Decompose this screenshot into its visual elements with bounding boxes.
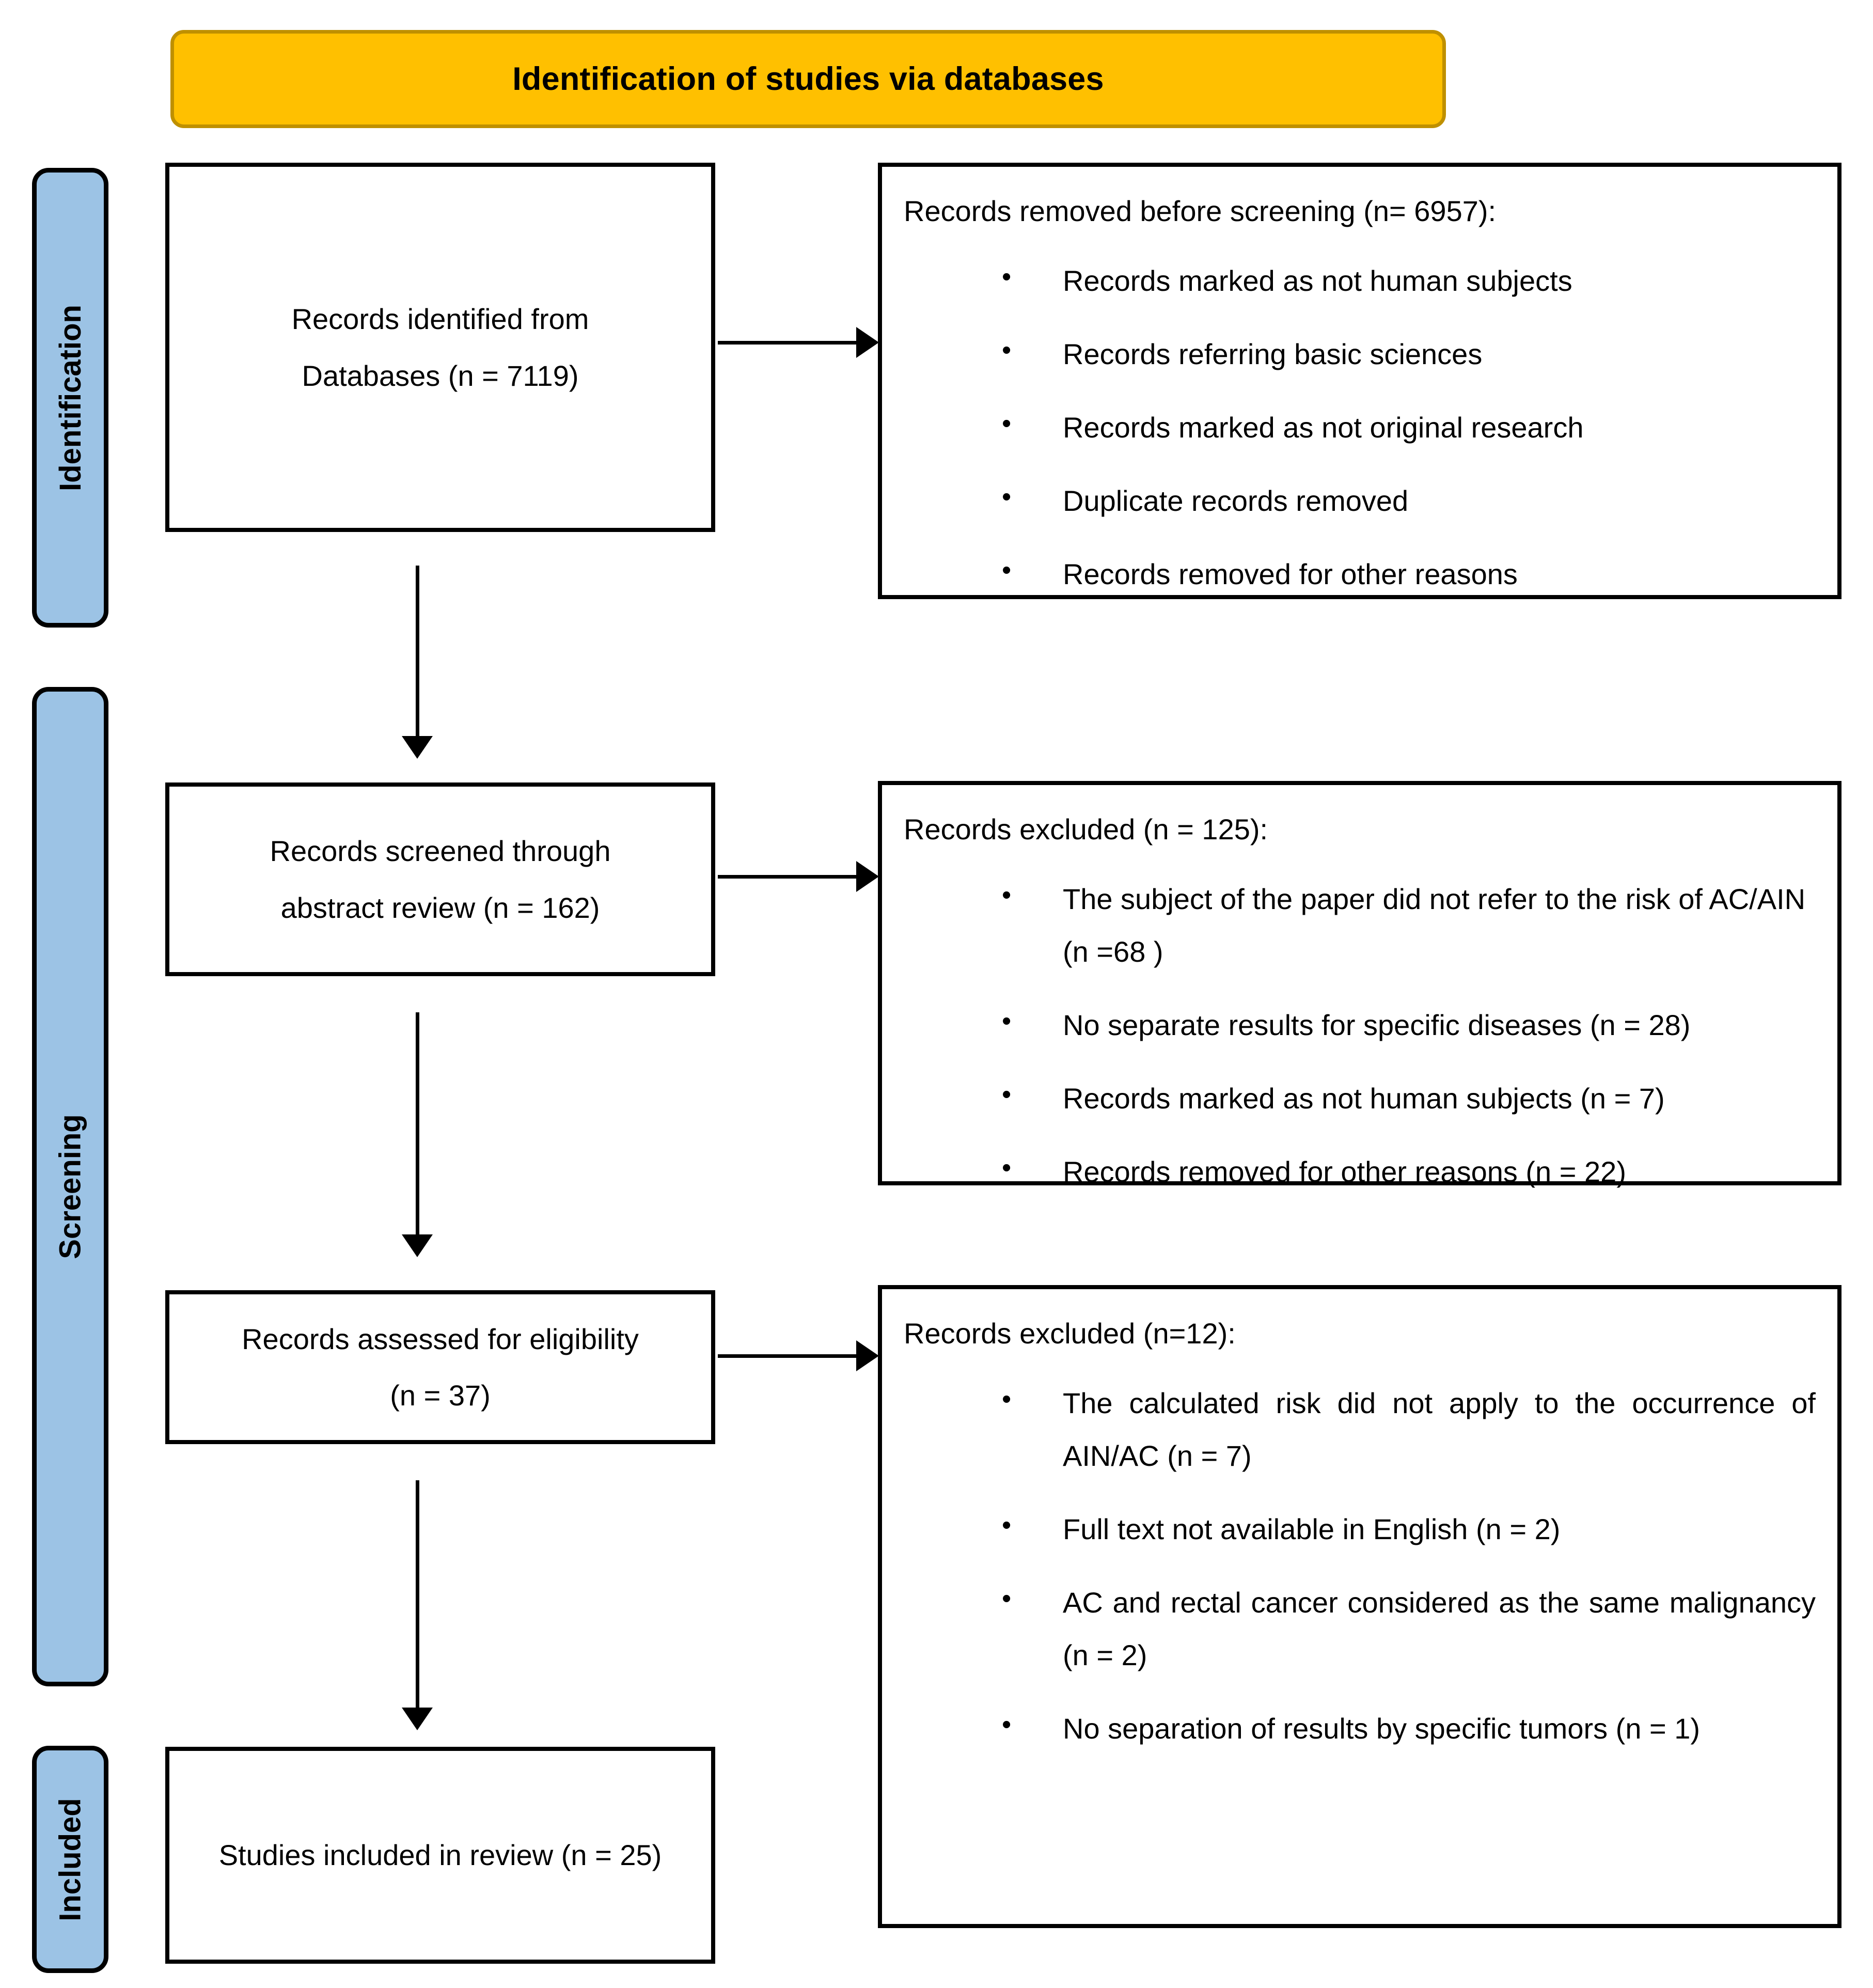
- records-excluded-125-list: The subject of the paper did not refer t…: [904, 871, 1816, 1198]
- list-item: The subject of the paper did not refer t…: [1002, 871, 1816, 978]
- arrow-shaft: [416, 566, 419, 736]
- arrow-shaft: [718, 875, 856, 879]
- list-item: Duplicate records removed: [1002, 473, 1816, 527]
- list-item: Records removed for other reasons: [1002, 546, 1816, 601]
- arrow-head-icon: [402, 736, 433, 759]
- list-item: AC and rectal cancer considered as the s…: [1002, 1574, 1816, 1682]
- list-item: Records marked as not human subjects (n …: [1002, 1070, 1816, 1125]
- arrow-shaft: [718, 1354, 856, 1358]
- list-item: No separation of results by specific tum…: [1002, 1700, 1816, 1755]
- box-records-excluded-12: Records excluded (n=12): The calculated …: [878, 1285, 1841, 1928]
- box-records-screened: Records screened through abstract review…: [165, 782, 715, 976]
- arrow-shaft: [416, 1480, 419, 1708]
- records-removed-list: Records marked as not human subjects Rec…: [904, 253, 1816, 601]
- box-records-identified: Records identified from Databases (n = 7…: [165, 163, 715, 532]
- arrow-head-icon: [856, 861, 879, 892]
- records-screened-line2: abstract review (n = 162): [280, 891, 600, 924]
- records-identified-line2: Databases (n = 7119): [302, 359, 579, 392]
- arrow-head-icon: [402, 1234, 433, 1257]
- list-item: Records marked as not original research: [1002, 399, 1816, 454]
- records-excluded-125-heading: Records excluded (n = 125):: [904, 813, 1268, 846]
- stage-label-identification: Identification: [32, 168, 108, 628]
- arrow-shaft: [718, 341, 856, 345]
- list-item: No separate results for specific disease…: [1002, 997, 1816, 1052]
- arrow-head-icon: [856, 327, 879, 358]
- list-item: Records removed for other reasons (n = 2…: [1002, 1144, 1816, 1198]
- list-item: The calculated risk did not apply to the…: [1002, 1375, 1816, 1482]
- arrow-head-icon: [402, 1708, 433, 1730]
- list-item: Records marked as not human subjects: [1002, 253, 1816, 307]
- records-assessed-line2: (n = 37): [390, 1379, 491, 1412]
- records-identified-line1: Records identified from: [291, 303, 589, 336]
- stage-label-included-text: Included: [53, 1797, 87, 1921]
- arrow-shaft: [416, 1012, 419, 1234]
- records-excluded-12-heading: Records excluded (n=12):: [904, 1317, 1236, 1350]
- box-records-excluded-125: Records excluded (n = 125): The subject …: [878, 781, 1841, 1192]
- box-records-assessed-eligibility: Records assessed for eligibility (n = 37…: [165, 1290, 715, 1444]
- banner-title: Identification of studies via databases: [512, 61, 1104, 97]
- arrow-head-icon: [856, 1340, 879, 1371]
- records-assessed-line1: Records assessed for eligibility: [242, 1322, 639, 1355]
- box-records-removed: Records removed before screening (n= 695…: [878, 163, 1841, 599]
- records-removed-heading: Records removed before screening (n= 695…: [904, 195, 1497, 227]
- list-item: Full text not available in English (n = …: [1002, 1501, 1816, 1556]
- studies-included-line1: Studies included in review (n = 25): [218, 1839, 662, 1872]
- list-item: Records referring basic sciences: [1002, 326, 1816, 381]
- stage-label-screening: Screening: [32, 687, 108, 1686]
- records-excluded-12-list: The calculated risk did not apply to the…: [904, 1375, 1816, 1755]
- stage-label-identification-text: Identification: [53, 304, 87, 491]
- stage-label-included: Included: [32, 1746, 108, 1973]
- stage-label-screening-text: Screening: [53, 1114, 87, 1259]
- records-screened-line1: Records screened through: [270, 835, 611, 868]
- diagram-header-banner: Identification of studies via databases: [170, 30, 1446, 128]
- box-studies-included: Studies included in review (n = 25): [165, 1747, 715, 1964]
